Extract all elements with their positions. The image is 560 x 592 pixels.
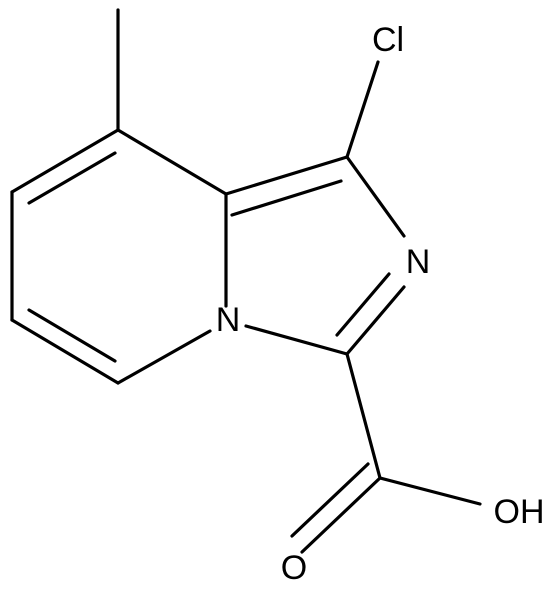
bond-c8a-c8 <box>116 128 228 196</box>
chlorine-label: Cl <box>372 21 404 59</box>
bond-c1-cl <box>345 60 380 159</box>
bond-c8-c7-inner <box>27 151 117 205</box>
ring-nitrogen-label: N <box>406 243 431 281</box>
bond-n2-c3 <box>345 285 406 356</box>
bond-c-o-double-2 <box>290 462 370 538</box>
bond-c5-n4 <box>116 329 212 385</box>
bridge-nitrogen-label: N <box>216 301 241 339</box>
bond-c8-c7 <box>10 128 120 194</box>
bond-c1-n2 <box>345 155 406 238</box>
carbonyl-oxygen-label: O <box>281 549 307 587</box>
bond-c6-c5-inner <box>27 308 117 363</box>
bond-c-oh <box>378 476 482 506</box>
bond-c8a-c1-inner <box>230 179 343 217</box>
hydroxyl-label: OH <box>494 493 545 531</box>
bond-c3-cooh <box>345 352 382 480</box>
bond-c6-c5 <box>10 318 120 385</box>
bond-c-o-double-1 <box>300 476 382 554</box>
bond-c8a-c1 <box>224 155 349 196</box>
bond-n2-c3-inner <box>335 272 391 337</box>
bond-c3-n4 <box>244 324 349 356</box>
